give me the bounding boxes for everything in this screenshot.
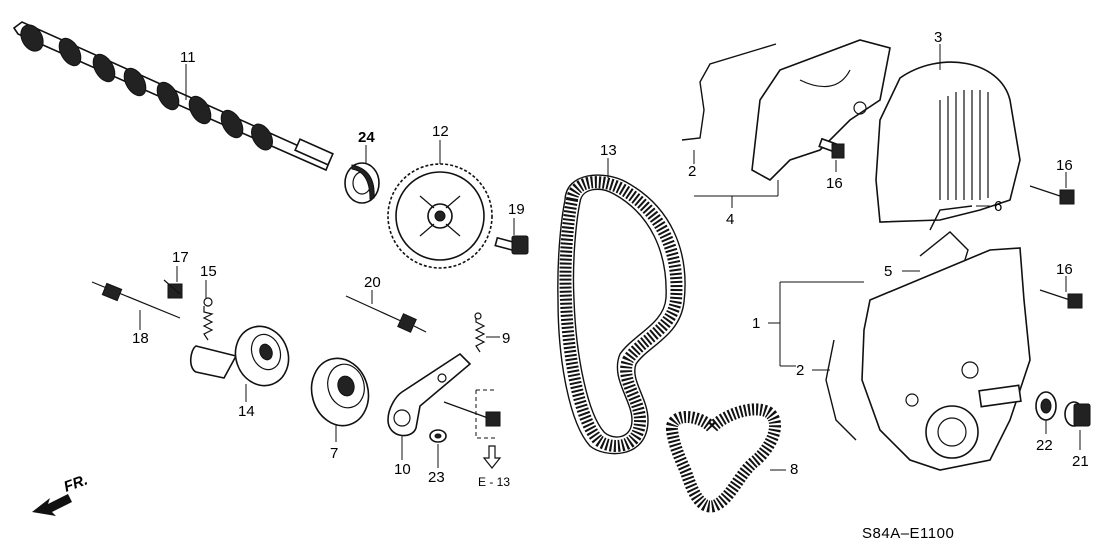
label-7: 7 [330, 445, 338, 462]
label-12: 12 [432, 123, 449, 140]
ref-arrow [482, 445, 502, 469]
label-14: 14 [238, 403, 255, 420]
label-4: 4 [726, 211, 734, 228]
adjuster-bolt [443, 401, 501, 427]
camshaft-pulley [387, 163, 493, 269]
label-3: 3 [934, 29, 942, 46]
bolt-16-right-upper [1029, 185, 1075, 205]
label-8: 8 [790, 461, 798, 478]
bolt-16-right-lower [1039, 289, 1083, 309]
washer-22 [1035, 391, 1057, 421]
front-direction-arrow [32, 494, 72, 516]
timing-cover-upper [875, 61, 1021, 223]
back-cover-upper [751, 39, 891, 181]
label-11: 11 [180, 49, 196, 66]
label-6: 6 [994, 198, 1002, 215]
label-18: 18 [132, 330, 149, 347]
label-15: 15 [200, 263, 217, 280]
upper-cover-seal [681, 43, 777, 141]
label-13: 13 [600, 142, 617, 159]
label-16-right-lower: 16 [1056, 261, 1073, 278]
label-2-upper: 2 [688, 163, 696, 180]
label-22: 22 [1036, 437, 1053, 454]
adjuster-arm [387, 352, 472, 437]
balancer-belt [666, 403, 782, 513]
timing-cover-lower [861, 247, 1031, 471]
camshaft [12, 21, 334, 172]
label-1: 1 [752, 315, 760, 332]
label-17: 17 [172, 249, 189, 266]
washer-23 [429, 429, 447, 443]
spring-15 [202, 297, 214, 341]
bolt-17 [163, 279, 183, 299]
label-10: 10 [394, 461, 411, 478]
timing-belt [557, 174, 686, 455]
front-label: FR. [62, 472, 91, 496]
timing-belt-tensioner [189, 325, 290, 387]
label-23: 23 [428, 469, 445, 486]
bolt-16-upper [818, 137, 845, 159]
lower-cover-seal [825, 339, 857, 441]
diagram-code: S84A–E1100 [862, 525, 954, 542]
label-20: 20 [364, 274, 381, 291]
idler-pulley [310, 357, 370, 427]
label-5: 5 [884, 263, 892, 280]
label-16-right-upper: 16 [1056, 157, 1073, 174]
label-24: 24 [358, 129, 375, 146]
spring-9 [474, 312, 486, 353]
oil-seal [344, 162, 380, 204]
bolt-21 [1064, 401, 1091, 427]
bolt-19 [494, 235, 529, 255]
seal-6 [929, 205, 973, 231]
bolt-20 [345, 295, 427, 333]
label-9: 9 [502, 330, 510, 347]
label-2-lower: 2 [796, 362, 804, 379]
label-19: 19 [508, 201, 525, 218]
stud-18 [91, 281, 181, 319]
label-16-upper: 16 [826, 175, 843, 192]
label-21: 21 [1072, 453, 1089, 470]
ref-label: E - 13 [478, 475, 510, 489]
